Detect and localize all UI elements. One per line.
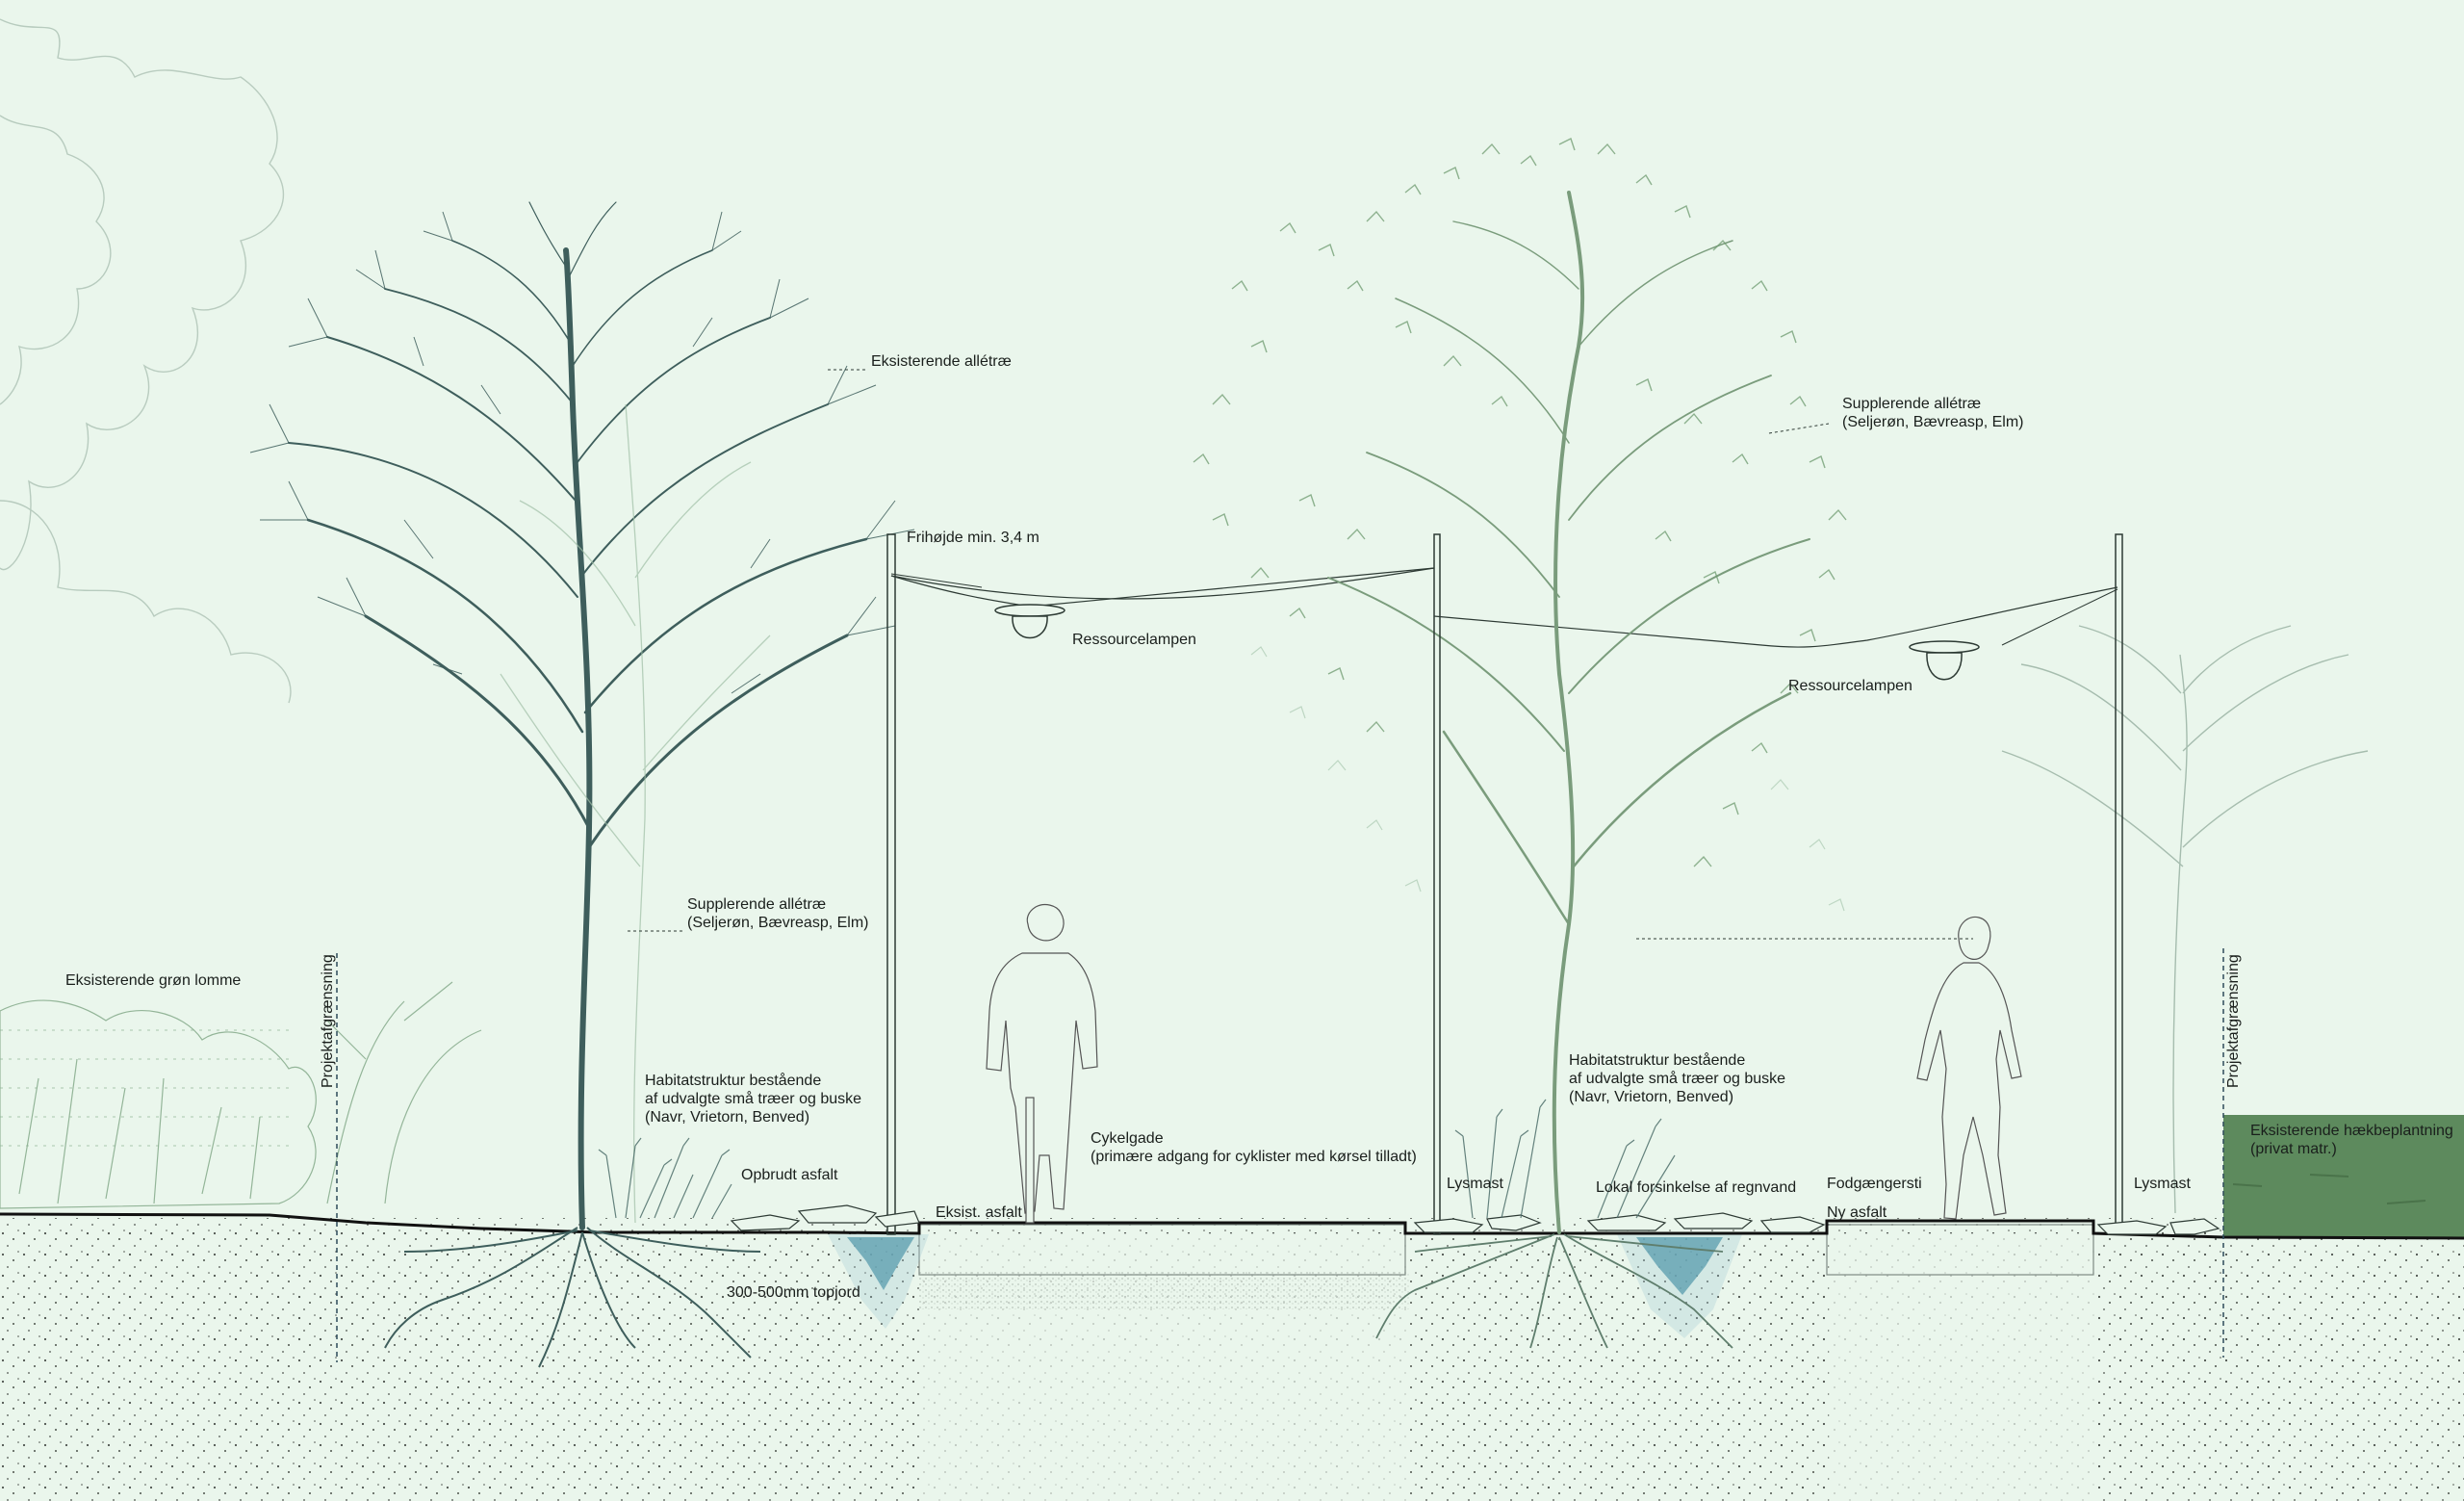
project-boundaries <box>336 948 2224 1362</box>
right-tree-foliage-light <box>1250 646 1845 912</box>
background-tree-right <box>2001 625 2369 1214</box>
cyclist-silhouette <box>986 903 1098 1224</box>
left-shrubs-dense <box>0 1029 289 1147</box>
label-supplementary-tree-right-l2: (Seljerøn, Bævreasp, Elm) <box>1842 414 2024 430</box>
label-habitat-left-l1: Habitatstruktur bestående <box>645 1073 822 1089</box>
label-resource-lamp-left: Ressourcelampen <box>1072 632 1196 648</box>
label-habitat-right: Habitatstruktur bestående af udvalgte sm… <box>1569 1051 1785 1106</box>
label-footpath: Fodgængersti <box>1827 1176 1922 1192</box>
label-habitat-left-l2: af udvalgte små træer og buske <box>645 1091 862 1107</box>
label-habitat-right-l2: af udvalgte små træer og buske <box>1569 1071 1786 1087</box>
label-existing-hedge-l1: Eksisterende hækbeplantning <box>2250 1123 2453 1139</box>
rain-infiltration-basins <box>828 1234 1742 1338</box>
tree-roots-left <box>384 1227 761 1368</box>
existing-tree-twigs <box>249 211 915 694</box>
label-existing-green-pocket: Eksisterende grøn lomme <box>65 972 242 989</box>
light-mast-mid <box>1433 533 1441 1235</box>
pedestrian-silhouette <box>1916 916 2022 1220</box>
soil <box>0 1218 2464 1501</box>
label-supplementary-tree-left-l2: (Seljerøn, Bævreasp, Elm) <box>687 915 869 931</box>
label-clearance: Frihøjde min. 3,4 m <box>907 530 1040 546</box>
label-bicycle-street-l2: (primære adgang for cyklister med kørsel… <box>1091 1149 1417 1165</box>
left-shrubs <box>0 981 482 1209</box>
label-habitat-right-l1: Habitatstruktur bestående <box>1569 1052 1746 1069</box>
ground-line <box>0 1212 2464 1240</box>
label-resource-lamp-right: Ressourcelampen <box>1788 678 1912 694</box>
tree-roots-right <box>1375 1233 1733 1349</box>
label-supplementary-tree-left-l1: Supplerende allétræ <box>687 896 827 913</box>
label-supplementary-tree-right-l1: Supplerende allétræ <box>1842 396 1982 412</box>
label-existing-asphalt: Eksist. asfalt <box>936 1204 1022 1221</box>
label-existing-avenue-tree: Eksisterende allétræ <box>871 353 1012 370</box>
label-existing-hedge-l2: (privat matr.) <box>2250 1141 2337 1157</box>
label-bicycle-street-l1: Cykelgade <box>1091 1130 1164 1147</box>
label-broken-asphalt: Opbrudt asfalt <box>741 1167 838 1183</box>
habitat-shrubs-left <box>598 1137 732 1219</box>
supplementary-tree-left <box>500 403 771 1224</box>
label-light-mast-right: Lysmast <box>2134 1176 2191 1192</box>
label-light-mast-left: Lysmast <box>1447 1176 1503 1192</box>
background-canopy-outline <box>0 18 292 704</box>
label-habitat-left-l3: (Navr, Vrietorn, Benved) <box>645 1109 810 1126</box>
label-local-infiltration: Lokal forsinkelse af regnvand <box>1596 1179 1797 1196</box>
road-base <box>918 1224 2094 1276</box>
label-topsoil: 300-500mm topjord <box>727 1284 860 1301</box>
label-new-asphalt: Ny asfalt <box>1827 1204 1887 1221</box>
label-project-boundary-left: Projektafgrænsning <box>320 954 336 1088</box>
resource-lamp-left <box>994 604 1065 639</box>
label-habitat-left: Habitatstruktur bestående af udvalgte sm… <box>645 1072 861 1126</box>
habitat-shrubs-right <box>1454 1099 1676 1219</box>
right-tree-foliage <box>1193 138 1847 867</box>
light-mast-right <box>2001 533 2123 1227</box>
label-project-boundary-right: Projektafgrænsning <box>2225 954 2242 1088</box>
broken-asphalt-stones <box>730 1204 2220 1235</box>
existing-avenue-tree <box>288 201 868 1230</box>
label-existing-hedge: Eksisterende hækbeplantning (privat matr… <box>2250 1122 2453 1158</box>
light-mast-left <box>886 533 983 1235</box>
label-habitat-right-l3: (Navr, Vrietorn, Benved) <box>1569 1089 1734 1105</box>
resource-lamp-right <box>1909 640 1980 681</box>
label-bicycle-street: Cykelgade (primære adgang for cyklister … <box>1091 1129 1417 1166</box>
existing-hedge <box>2223 1115 2464 1238</box>
label-supplementary-tree-right: Supplerende allétræ (Seljerøn, Bævreasp,… <box>1842 395 2024 431</box>
supplementary-tree-right <box>1327 191 1810 1234</box>
label-supplementary-tree-left: Supplerende allétræ (Seljerøn, Bævreasp,… <box>687 895 869 932</box>
leader-lines <box>628 369 1973 940</box>
